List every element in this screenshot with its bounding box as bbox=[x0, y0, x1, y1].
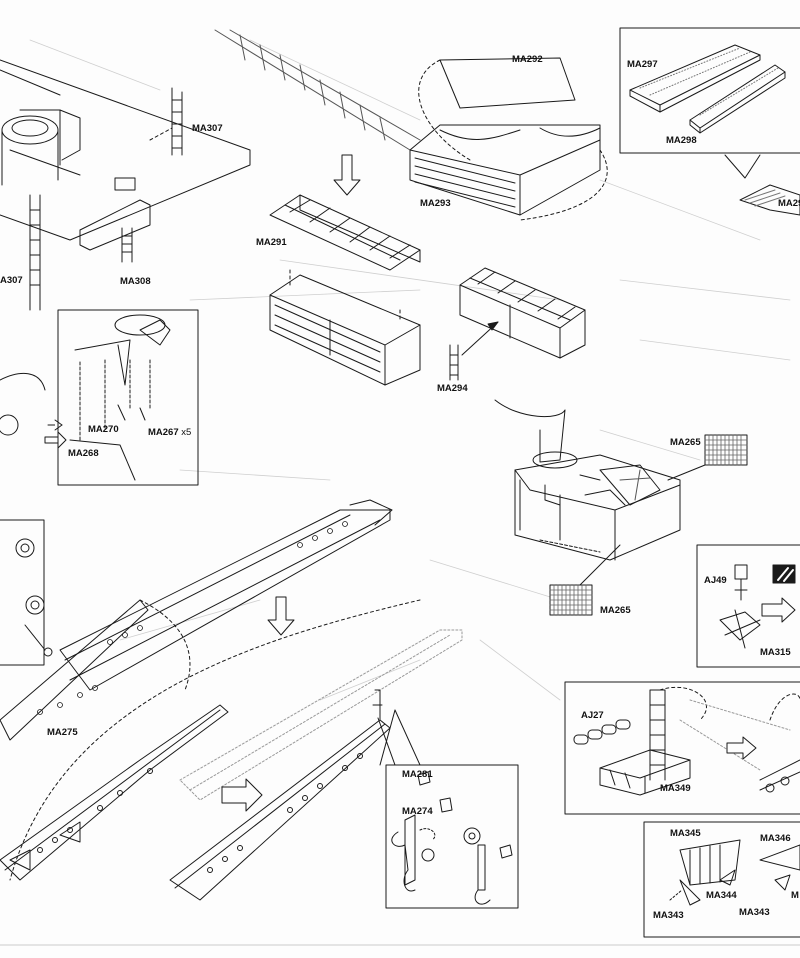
left-inset-wheel bbox=[15, 538, 53, 657]
ma294-ladder bbox=[449, 321, 499, 381]
label-ma343-left: MA343 bbox=[653, 910, 684, 921]
label-ma267-part: MA267 bbox=[148, 427, 179, 438]
ma308-ladder bbox=[121, 227, 133, 263]
inset-ma345 bbox=[669, 839, 800, 906]
label-ma293: MA293 bbox=[420, 198, 451, 209]
label-ma344: MA344 bbox=[706, 890, 737, 901]
down-arrow-1 bbox=[333, 154, 361, 196]
grating-strip-top bbox=[214, 29, 421, 151]
inset-frame-aj49 bbox=[696, 544, 800, 668]
label-ma307: MA307 bbox=[192, 123, 223, 134]
ma291-shelter-body bbox=[269, 269, 421, 386]
label-ma297: MA297 bbox=[627, 59, 658, 70]
label-ma308: MA308 bbox=[120, 276, 151, 287]
inset-frame-ma349 bbox=[564, 681, 800, 815]
inset-aj49 bbox=[719, 564, 796, 649]
inset-hooks bbox=[379, 709, 513, 905]
ma294-shelter-assembled bbox=[459, 267, 586, 359]
label-aj27: AJ27 bbox=[581, 710, 604, 721]
label-ma345: MA345 bbox=[670, 828, 701, 839]
crane-jib-upper bbox=[0, 499, 393, 741]
ma265-grating-a bbox=[667, 434, 748, 481]
label-ma274: MA274 bbox=[402, 806, 433, 817]
grating-ma29x bbox=[739, 184, 800, 216]
label-ma343-right: MA343 bbox=[739, 907, 770, 918]
inset-ma349 bbox=[573, 686, 800, 796]
label-ma298: MA298 bbox=[666, 135, 697, 146]
label-ma291: MA291 bbox=[256, 237, 287, 248]
label-ma346: MA346 bbox=[760, 833, 791, 844]
arrow-right-inset bbox=[44, 431, 67, 449]
background-ghost-lines bbox=[29, 39, 791, 701]
label-ma267-qty: x5 bbox=[181, 427, 192, 438]
ma292-roof-panel bbox=[418, 57, 576, 161]
label-ma265-top: MA265 bbox=[670, 437, 701, 448]
ma291-roof bbox=[269, 194, 421, 271]
inset-frame-mast bbox=[57, 309, 199, 486]
label-ma34x-cut: M bbox=[791, 890, 799, 901]
label-ma294: MA294 bbox=[437, 383, 468, 394]
label-ma307-second: A307 bbox=[0, 275, 23, 286]
label-ma267: MA267 x5 bbox=[148, 428, 191, 438]
inset-frame-hooks bbox=[385, 764, 519, 909]
crane-jib-ghost bbox=[179, 629, 463, 801]
label-ma270: MA270 bbox=[88, 424, 119, 435]
right-arrow-crane bbox=[221, 778, 263, 812]
ma307-ladder bbox=[149, 87, 183, 156]
crane-jib-arc bbox=[9, 599, 421, 881]
inset-frame-walkways bbox=[619, 27, 800, 154]
label-ma292: MA292 bbox=[512, 54, 543, 65]
label-ma275: MA275 bbox=[47, 727, 78, 738]
crane-jib-lower-left bbox=[0, 704, 229, 881]
label-ma315: MA315 bbox=[760, 647, 791, 658]
label-aj49: AJ49 bbox=[704, 575, 727, 586]
inset-frame-left bbox=[0, 519, 45, 666]
inset-walkways bbox=[629, 44, 786, 179]
funnel-platform bbox=[494, 399, 681, 561]
label-ma265-bottom: MA265 bbox=[600, 605, 631, 616]
label-ma281: MA281 bbox=[402, 769, 433, 780]
label-ma349: MA349 bbox=[660, 783, 691, 794]
inset-mast-platform bbox=[0, 314, 171, 481]
ma293-shelter bbox=[409, 124, 608, 221]
label-ma268: MA268 bbox=[68, 448, 99, 459]
crane-jib-upper-holes bbox=[37, 521, 348, 715]
down-arrow-2 bbox=[267, 596, 295, 636]
deck-funnel-base bbox=[0, 59, 251, 311]
ma265-grating-b bbox=[549, 544, 621, 616]
label-ma29x: MA29 bbox=[778, 198, 800, 209]
inset-frame-ma345 bbox=[643, 821, 800, 938]
